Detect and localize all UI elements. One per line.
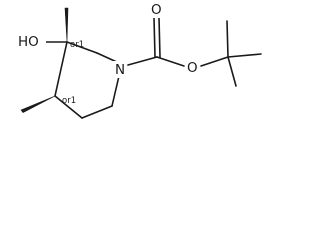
substituent-bonds	[20, 7, 69, 113]
atom-labels: HO N O O	[16, 2, 200, 78]
bond-c4-c3	[54, 41, 68, 97]
bond-n1-c6	[111, 75, 120, 107]
ester-oxygen-label: O	[187, 60, 198, 76]
bond-c5-c4	[54, 95, 83, 119]
bond-ester-o-tbu-c	[200, 56, 229, 67]
stereo-label-c3: or1	[70, 40, 84, 50]
molecule-structure: HO N O O or1 or1	[16, 2, 262, 119]
stereo-labels: or1 or1	[62, 40, 84, 106]
bond-c6-c5	[81, 105, 113, 119]
bond-carbonyl-double-b	[158, 17, 161, 58]
boc-bonds	[127, 17, 262, 87]
ring-bonds	[54, 41, 120, 119]
wedge-c3-methyl	[64, 7, 69, 43]
hydroxyl-label: HO	[18, 34, 39, 50]
bond-tbu-methyl-top	[226, 20, 229, 58]
bond-carbonyl-c-ester-o	[156, 56, 185, 67]
wedge-c4-methyl	[20, 95, 56, 113]
bond-tbu-methyl-bottom	[227, 56, 237, 87]
bond-tbu-methyl-right	[227, 53, 262, 58]
bond-n1-carbonyl-c	[127, 56, 158, 66]
bond-carbonyl-double-a	[153, 17, 156, 58]
carbonyl-oxygen-label: O	[151, 2, 162, 18]
stereo-label-c4: or1	[62, 96, 76, 106]
bond-c2-c3	[66, 41, 98, 54]
ring-nitrogen-label: N	[115, 62, 125, 78]
